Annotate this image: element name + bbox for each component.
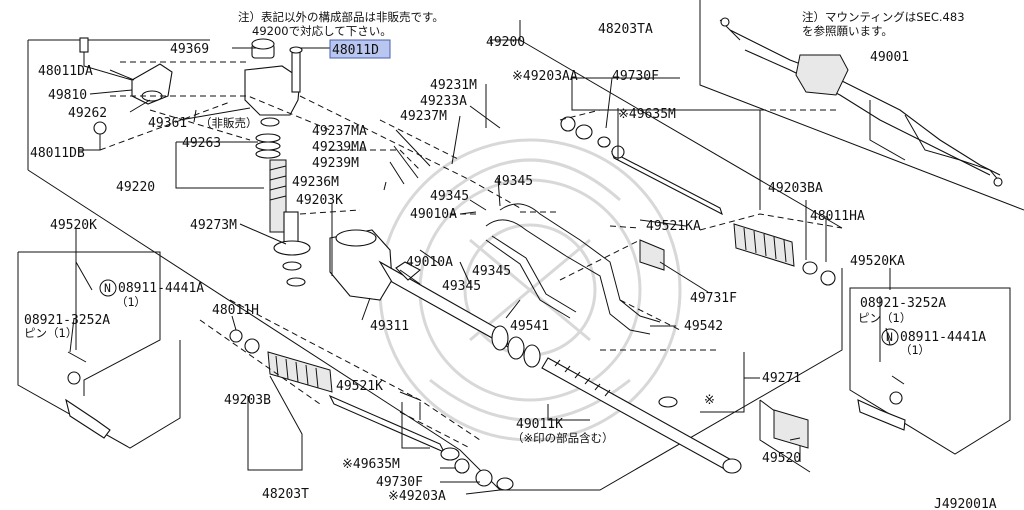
label-49345-d: 49345 xyxy=(442,279,481,294)
rack-housing xyxy=(329,203,665,368)
right-tie-rod xyxy=(560,116,836,286)
n-circle-left-text: N xyxy=(104,281,111,295)
label-49203B: 49203B xyxy=(224,393,271,408)
label-49542: 49542 xyxy=(684,319,723,334)
label-48203T: 48203T xyxy=(262,487,309,502)
label-49203K: 49203K xyxy=(296,193,343,208)
label-48011D: 48011D xyxy=(332,43,379,58)
label-49239MA: 49239MA xyxy=(312,140,367,155)
label-49730F-top: 49730F xyxy=(612,69,659,84)
label-49361: 49361 xyxy=(148,116,187,131)
label-49220: 49220 xyxy=(116,180,155,195)
label-49237M: 49237M xyxy=(400,109,447,124)
label-49521KA: 49521KA xyxy=(646,219,701,234)
n-circle-right: N xyxy=(881,328,899,346)
label-diagram-code: J492001A xyxy=(934,497,997,510)
note-top-right-line2: を参照願います。 xyxy=(802,24,893,38)
label-49345-b: 49345 xyxy=(430,189,469,204)
left-tie-rod xyxy=(229,329,514,491)
note-includes-marked: （※印の部品含む） xyxy=(512,431,614,445)
n-circle-left: N xyxy=(99,279,117,297)
left-outer-end-box xyxy=(17,251,181,449)
label-49231M: 49231M xyxy=(430,78,477,93)
label-49011K: 49011K xyxy=(516,417,563,432)
note-top-left-line2: 49200で対応して下さい。 xyxy=(252,24,392,38)
highlight-box-48011D xyxy=(329,39,391,59)
label-49731F: 49731F xyxy=(690,291,737,306)
label-49520K: 49520K xyxy=(50,218,97,233)
note-pin-left: ピン（1） xyxy=(24,326,77,340)
label-49010A-a: 49010A xyxy=(410,207,457,222)
label-asterisk: ※ xyxy=(704,393,715,408)
note-top-right-line1: 注）マウンティングはSEC.483 xyxy=(802,10,965,24)
label-49203AA: ※49203AA xyxy=(512,69,578,84)
label-49233A: 49233A xyxy=(420,94,467,109)
rack-shaft xyxy=(541,357,742,474)
label-49520KA: 49520KA xyxy=(850,254,905,269)
label-49271: 49271 xyxy=(762,371,801,386)
label-08921-right: 08921-3252A xyxy=(860,296,946,311)
label-49521K: 49521K xyxy=(336,379,383,394)
label-49236M: 49236M xyxy=(292,175,339,190)
label-49263: 49263 xyxy=(182,136,221,151)
label-49635M-bottom: ※49635M xyxy=(342,457,400,472)
label-49203A: ※49203A xyxy=(388,489,446,504)
label-49273M: 49273M xyxy=(190,218,237,233)
label-49730F-bottom: 49730F xyxy=(376,475,423,490)
label-49239M: 49239M xyxy=(312,156,359,171)
note-non-sale: （非販売） xyxy=(200,116,258,130)
label-49520: 49520 xyxy=(762,451,801,466)
note-qty-right: （1） xyxy=(900,343,930,357)
label-49010A-b: 49010A xyxy=(406,255,453,270)
watermark-emblem xyxy=(378,138,682,442)
rack-mounting-box xyxy=(699,0,1024,211)
pinion-valve-housing xyxy=(79,37,311,287)
label-49311: 49311 xyxy=(370,319,409,334)
label-08921-left: 08921-3252A xyxy=(24,313,110,328)
label-48011HA: 48011HA xyxy=(810,209,865,224)
right-outer-end-box xyxy=(849,287,1011,455)
n-circle-right-text: N xyxy=(886,330,893,344)
label-49345-c: 49345 xyxy=(472,264,511,279)
note-pin-right: ピン（1） xyxy=(858,311,911,325)
label-49001: 49001 xyxy=(870,50,909,65)
note-top-left-line1: 注）表記以外の構成部品は非販売です。 xyxy=(238,10,444,24)
label-08911-left: 08911-4441A xyxy=(118,281,204,296)
label-49200: 49200 xyxy=(486,35,525,50)
label-49635M-top: ※49635M xyxy=(618,107,676,122)
label-08911-right: 08911-4441A xyxy=(900,330,986,345)
note-qty-left: （1） xyxy=(116,295,146,309)
label-49810: 49810 xyxy=(48,88,87,103)
label-49237MA: 49237MA xyxy=(312,124,367,139)
label-48011DA: 48011DA xyxy=(38,64,93,79)
leader-lines xyxy=(69,47,891,495)
label-48011H: 48011H xyxy=(212,303,259,318)
label-49262: 49262 xyxy=(68,106,107,121)
label-48011DB: 48011DB xyxy=(30,146,85,161)
dashed-guides xyxy=(99,61,843,449)
label-48203TA: 48203TA xyxy=(598,22,653,37)
label-49369: 49369 xyxy=(170,42,209,57)
label-49345-a: 49345 xyxy=(494,174,533,189)
label-49541: 49541 xyxy=(510,319,549,334)
label-49203BA: 49203BA xyxy=(768,181,823,196)
assembly-outline-49200 xyxy=(27,20,843,491)
part-labels: 49200 48203TA 49001 49369 48011D 48011DA… xyxy=(24,22,997,510)
